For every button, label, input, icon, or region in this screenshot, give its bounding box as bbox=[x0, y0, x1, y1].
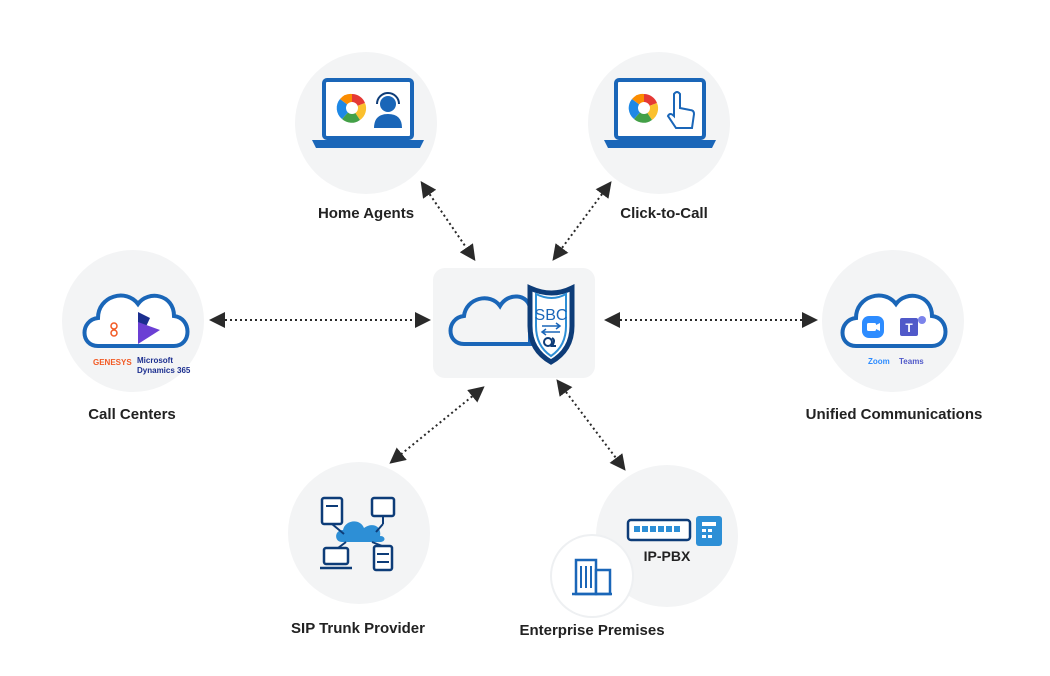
genesys-logo-icon bbox=[110, 322, 118, 330]
arrow-sip-trunk bbox=[389, 386, 485, 464]
home-agents-label: Home Agents bbox=[317, 205, 415, 222]
building-icon bbox=[572, 558, 612, 596]
ms-dynamics-line1: Microsoft bbox=[137, 356, 173, 365]
zoom-logo-text: Zoom bbox=[868, 357, 890, 366]
sbc-shield-text: SBC bbox=[535, 307, 568, 324]
svg-text:T: T bbox=[905, 321, 913, 335]
unified-comms-label: Unified Communications bbox=[805, 406, 983, 423]
ms-dynamics-line2: Dynamics 365 bbox=[137, 366, 191, 375]
arrow-click-to-call bbox=[552, 181, 612, 261]
click-to-call-label: Click-to-Call bbox=[620, 205, 708, 222]
enterprise-label: Enterprise Premises bbox=[519, 622, 665, 639]
teams-logo-icon bbox=[900, 318, 918, 336]
unified-comms-cloud-icon: T bbox=[840, 293, 948, 348]
ip-pbx-device-icon bbox=[626, 516, 722, 546]
sip-trunk-label: SIP Trunk Provider bbox=[291, 620, 425, 637]
arrow-home-agents bbox=[420, 181, 476, 261]
genesys-logo-text: GENESYS bbox=[93, 358, 132, 367]
call-centers-label: Call Centers bbox=[88, 406, 176, 423]
teams-logo-text: Teams bbox=[899, 357, 924, 366]
arrow-enterprise bbox=[556, 379, 626, 471]
sbc-cloud-shield-icon: SBC bbox=[448, 283, 575, 365]
laptop-webrtc-headset-icon bbox=[312, 78, 424, 148]
call-centers-cloud-icon bbox=[82, 293, 190, 348]
ip-pbx-label: IP-PBX bbox=[643, 548, 691, 564]
sip-trunk-network-icon bbox=[320, 496, 396, 572]
laptop-webrtc-touch-icon bbox=[604, 78, 716, 148]
